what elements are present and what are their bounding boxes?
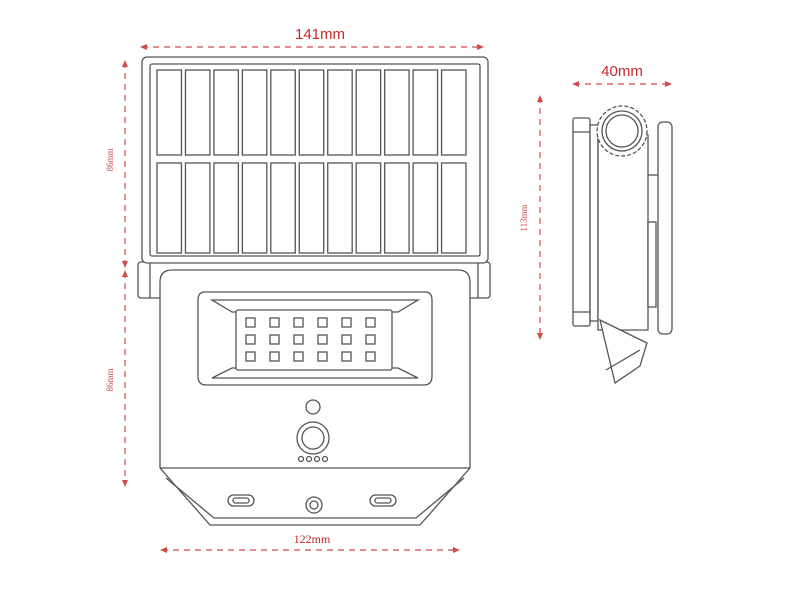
body-width-label: 122mm [294, 532, 331, 546]
solar-cell [298, 162, 325, 254]
solar-cell [327, 162, 353, 254]
solar-cell [241, 69, 268, 156]
led-module [197, 291, 433, 386]
dimension-86mm-top: 86mm [105, 60, 128, 268]
body-height-label: 86mm [105, 368, 115, 391]
solar-cell [184, 162, 211, 254]
indicator-dot [305, 455, 313, 463]
dimension-86mm-bottom: 86mm [105, 270, 128, 487]
led [245, 334, 256, 345]
mount-slot [369, 494, 397, 507]
indicator-dots [297, 455, 329, 463]
solar-cell [241, 162, 268, 254]
dimension-122mm: 122mm [160, 532, 460, 553]
solar-cell [440, 69, 467, 156]
led [245, 317, 256, 328]
solar-cell [213, 69, 240, 156]
mount-slot [227, 494, 255, 507]
solar-cell [355, 69, 382, 156]
solar-cell [298, 69, 325, 156]
solar-cell [156, 69, 183, 156]
led [317, 334, 328, 345]
led [317, 317, 328, 328]
led [341, 351, 352, 362]
solar-cell [355, 162, 382, 254]
led [293, 351, 304, 362]
side-depth-label: 40mm [601, 63, 643, 80]
led [293, 317, 304, 328]
led [269, 351, 280, 362]
side-hinge-gear [596, 105, 648, 157]
led [293, 334, 304, 345]
solar-cell [383, 69, 410, 156]
light-sensor [305, 399, 321, 415]
led [365, 334, 376, 345]
solar-cell [270, 69, 296, 156]
panel-width-label: 141mm [295, 26, 345, 43]
side-backplate [657, 121, 673, 335]
led [317, 351, 328, 362]
side-panel [572, 117, 591, 327]
side-view [572, 105, 673, 385]
led [269, 334, 280, 345]
panel-height-label: 86mm [105, 148, 115, 171]
led [365, 317, 376, 328]
led [341, 317, 352, 328]
front-view [137, 56, 491, 526]
indicator-dot [321, 455, 329, 463]
solar-cell [156, 162, 183, 254]
side-height-label: 113mm [519, 204, 529, 231]
dimension-40mm: 40mm [572, 63, 672, 87]
led [269, 317, 280, 328]
solar-cell [412, 162, 439, 254]
solar-cell [270, 162, 296, 254]
dimension-113mm: 113mm [519, 95, 543, 340]
solar-cell [184, 69, 211, 156]
solar-cell [412, 69, 439, 156]
solar-cell [383, 162, 410, 254]
led [365, 351, 376, 362]
indicator-dot [313, 455, 321, 463]
indicator-dot [297, 455, 305, 463]
solar-cell [327, 69, 353, 156]
led [341, 334, 352, 345]
dimension-141mm: 141mm [140, 26, 484, 50]
solar-panel [141, 56, 489, 264]
side-body [597, 134, 649, 331]
solar-cell [213, 162, 240, 254]
solar-cell [440, 162, 467, 254]
mount-hole [305, 496, 323, 514]
led [245, 351, 256, 362]
